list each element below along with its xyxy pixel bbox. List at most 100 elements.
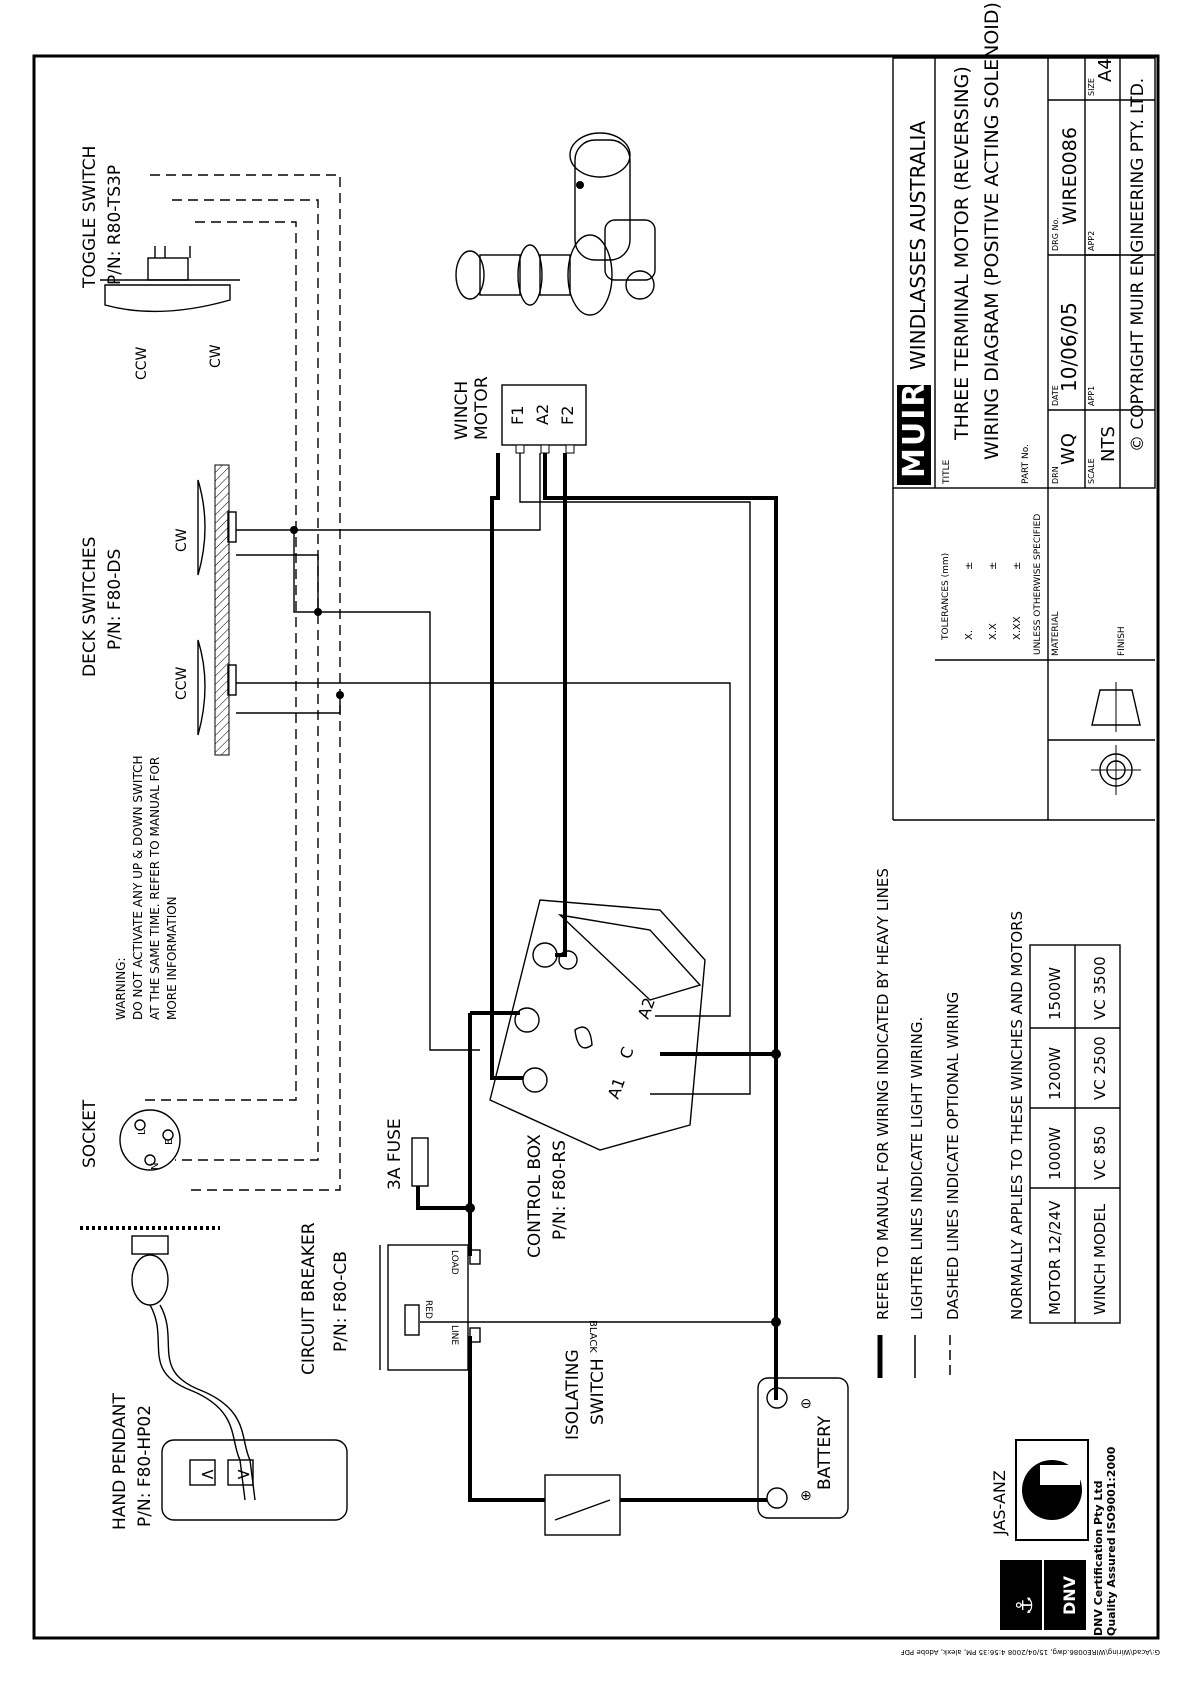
hand-pendant-pn: P/N: F80-HP02 <box>135 1405 155 1527</box>
file-path-footer: G:\Acad\Wiring\WIRE0086.dwg, 15/04/2008 … <box>901 1648 1160 1656</box>
wiring <box>145 174 781 1502</box>
jas-anz-label: JAS-ANZ <box>990 1470 1009 1536</box>
finish-label: FINISH <box>1117 626 1127 656</box>
isolating-switch: ISOLATING SWITCH <box>544 1349 621 1536</box>
black-wire-label: BLACK <box>587 1320 598 1353</box>
up-arrow-icon: > <box>236 1464 251 1485</box>
table-r2-c3: VC 2500 <box>1091 1036 1109 1100</box>
socket-n: N <box>150 1163 161 1170</box>
socket: SOCKET L E N <box>80 1099 181 1171</box>
toggle-switch-pn: P/N: R80-TS3P <box>105 165 125 285</box>
drg-label: DRG No. <box>1051 217 1060 251</box>
winch-illustration <box>455 132 656 316</box>
toggle-switch-label: TOGGLE SWITCH <box>80 146 100 289</box>
dnv-anchor-icon <box>1000 1560 1042 1630</box>
fuse-label: 3A FUSE <box>385 1118 405 1190</box>
toggle-ccw: CCW <box>134 346 150 380</box>
app2-label: APP2 <box>1087 231 1096 251</box>
warning-line-2: AT THE SAME TIME. REFER TO MANUAL FOR <box>148 757 162 1020</box>
legend: REFER TO MANUAL FOR WIRING INDICATED BY … <box>874 868 1026 1378</box>
toggle-cw: CW <box>208 344 224 368</box>
table-r1-c3: 1200W <box>1046 1047 1064 1100</box>
toggle-switch: TOGGLE SWITCH P/N: R80-TS3P CCW CW <box>80 146 240 380</box>
table-r2-c1: WINCH MODEL <box>1091 1203 1109 1315</box>
title-line-2: WIRING DIAGRAM (POSITIVE ACTING SOLENOID… <box>981 2 1003 460</box>
tol-xx-pm: ± <box>988 562 999 570</box>
socket-e: E <box>164 1139 175 1145</box>
terminal-f2: F2 <box>558 406 577 425</box>
terminal-a2: A2 <box>533 404 552 425</box>
table-r2-c2: VC 850 <box>1091 1126 1109 1180</box>
app1-label: APP1 <box>1087 386 1096 406</box>
table-r1-c1: MOTOR 12/24V <box>1046 1200 1064 1315</box>
control-box-pn: P/N: F80-RS <box>550 1140 570 1240</box>
part-no-label: PART No. <box>1021 444 1031 484</box>
circuit-breaker-pn: P/N: F80-CB <box>331 1251 351 1352</box>
cb-line-label: LINE <box>449 1325 459 1345</box>
drg-value: WIRE0086 <box>1059 127 1081 225</box>
size-label: SIZE <box>1087 78 1096 96</box>
company-name: WINDLASSES AUSTRALIA <box>906 121 930 370</box>
material-label: MATERIAL <box>1051 612 1061 657</box>
tolerances-label: TOLERANCES (mm) <box>941 553 951 641</box>
scale-value: NTS <box>1098 426 1119 462</box>
winch-label: WINCH <box>452 381 472 440</box>
anchor-glyph: ⚓ <box>1013 1595 1038 1615</box>
winch-motor: WINCH MOTOR F1 A2 F2 <box>452 376 587 454</box>
dnv-cert-2: Quality Assured ISO9001:2000 <box>1105 1446 1118 1636</box>
battery-minus-icon: ⊖ <box>800 1396 812 1412</box>
muir-logo <box>897 385 931 485</box>
battery: ⊖ ⊕ BATTERY <box>757 1377 849 1519</box>
terminal-f1: F1 <box>508 406 527 425</box>
title-line-1: THREE TERMINAL MOTOR (REVERSING) <box>951 66 973 441</box>
unless-specified: UNLESS OTHERWISE SPECIFIED <box>1033 514 1043 655</box>
socket-label: SOCKET <box>80 1099 100 1168</box>
tol-x: X. <box>964 630 975 640</box>
hand-pendant-label: HAND PENDANT <box>110 1393 130 1530</box>
socket-l: L <box>137 1129 148 1135</box>
deck-cw-label: CW <box>174 528 190 552</box>
title-label: TITLE <box>942 459 952 485</box>
projection-symbol-icon <box>1091 682 1141 795</box>
control-box: A1 C A2 CONTROL BOX P/N: F80-RS <box>489 899 706 1258</box>
applies-text: NORMALLY APPLIES TO THESE WINCHES AND MO… <box>1008 911 1026 1320</box>
scale-label: SCALE <box>1087 458 1096 484</box>
hand-pendant: < > HAND PENDANT P/N: F80-HP02 <box>80 1226 348 1530</box>
motor-label-2: MOTOR <box>472 376 492 440</box>
title-block: MUIR WINDLASSES AUSTRALIA TITLE THREE TE… <box>892 2 1156 821</box>
applies-table: MOTOR 12/24V 1000W 1200W 1500W WINCH MOD… <box>1029 944 1121 1324</box>
brand-text: MUIR <box>897 382 932 478</box>
drn-label: DRN <box>1051 466 1060 484</box>
legend-heavy-text: REFER TO MANUAL FOR WIRING INDICATED BY … <box>874 868 892 1320</box>
fuse: 3A FUSE <box>385 1118 429 1190</box>
deck-ccw-label: CCW <box>174 666 190 700</box>
dnv-text: DNV <box>1060 1575 1079 1615</box>
control-box-c: C <box>616 1044 638 1061</box>
circuit-breaker: CIRCUIT BREAKER P/N: F80-CB LOAD RED LIN… <box>299 1222 481 1375</box>
warning-note: WARNING: DO NOT ACTIVATE ANY UP & DOWN S… <box>114 756 179 1021</box>
tol-x-pm: ± <box>964 562 975 570</box>
deck-switches-label: DECK SWITCHES <box>80 537 100 677</box>
tol-xx: X.X <box>988 623 999 640</box>
battery-label: BATTERY <box>815 1415 835 1490</box>
warning-title: WARNING: <box>114 957 128 1020</box>
control-box-a1: A1 <box>604 1075 629 1101</box>
date-value: 10/06/05 <box>1057 302 1081 392</box>
isolating-label-2: SWITCH <box>588 1358 608 1425</box>
table-r1-c2: 1000W <box>1046 1127 1064 1180</box>
drn-value: WQ <box>1058 433 1079 465</box>
cb-red-label: RED <box>423 1300 433 1319</box>
table-r1-c4: 1500W <box>1046 967 1064 1020</box>
warning-line-3: MORE INFORMATION <box>165 896 179 1020</box>
legend-dashed-text: DASHED LINES INDICATE OPTIONAL WIRING <box>944 992 962 1320</box>
table-r2-c4: VC 3500 <box>1091 956 1109 1020</box>
battery-plus-icon: ⊕ <box>800 1488 812 1504</box>
drawing-border <box>32 54 1160 1640</box>
certification-area: JAS-ANZ ⚓ DNV DNV Certification Pty Ltd … <box>990 1439 1118 1636</box>
isolating-label-1: ISOLATING <box>563 1349 583 1440</box>
tol-xxx-pm: ± <box>1012 562 1023 570</box>
size-value: A4 <box>1095 58 1116 82</box>
down-arrow-icon: < <box>200 1464 215 1485</box>
copyright: © COPYRIGHT MUIR ENGINEERING PTY. LTD. <box>1128 78 1148 452</box>
